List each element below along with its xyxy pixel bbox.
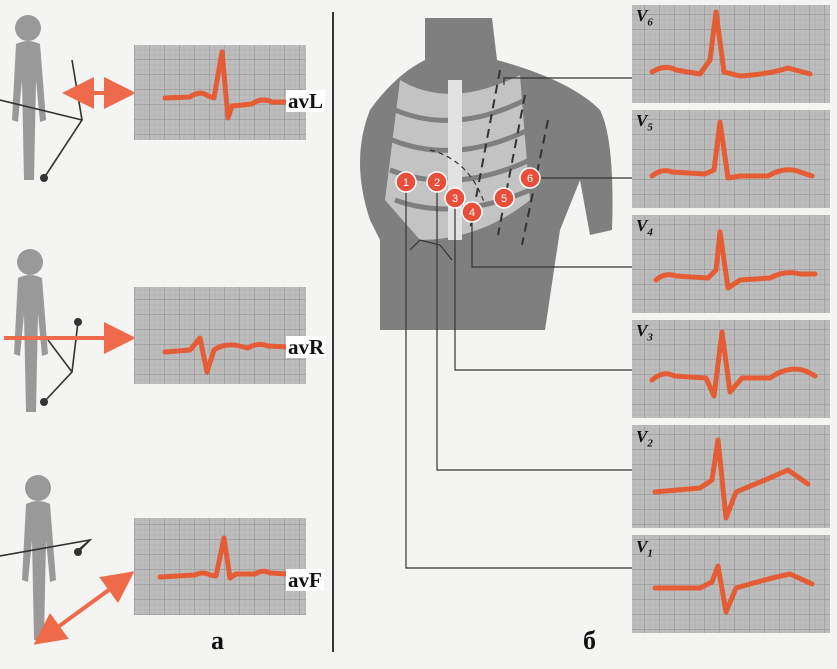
electrode-number: 5	[501, 193, 507, 205]
lead-letter: V	[636, 111, 648, 130]
lead-number: 3	[647, 331, 653, 344]
avr-ecg-grid	[134, 287, 306, 384]
electrode-connectors	[405, 77, 632, 569]
v1-trace	[652, 563, 815, 615]
v5-trace	[649, 119, 815, 181]
electrode-3: 3	[444, 187, 466, 209]
lead-number: 6	[647, 16, 653, 29]
lead-number: 2	[647, 437, 653, 450]
lead-label-v5: V5	[636, 111, 653, 133]
v6-ecg-grid	[632, 5, 830, 103]
avf-axis-arrow	[33, 571, 135, 645]
avr-wires	[43, 321, 79, 403]
electrode-1: 1	[395, 171, 417, 193]
electrode-number: 2	[434, 177, 440, 189]
lead-letter: V	[636, 321, 648, 340]
electrode-number: 3	[452, 193, 458, 205]
lead-label-v4: V4	[636, 216, 653, 238]
lead-letter: V	[636, 537, 648, 556]
panel-label-b: б	[583, 626, 596, 655]
human-figure-icon	[12, 15, 46, 180]
electrode-4: 4	[461, 201, 483, 223]
lead-label-avf: avF	[286, 568, 324, 592]
lead-label-v1: V1	[636, 537, 653, 559]
lead-letter: V	[636, 6, 648, 25]
human-figure-icon	[14, 249, 48, 412]
lead-letter: V	[636, 427, 648, 446]
lead-label-v3: V3	[636, 321, 653, 343]
lead-label-avl: avL	[286, 89, 326, 113]
lead-label-v6: V6	[636, 6, 653, 28]
electrode-5: 5	[493, 187, 515, 209]
lead-number: 1	[647, 547, 653, 560]
v1-ecg-grid	[632, 535, 830, 633]
electrode-6: 6	[519, 167, 541, 189]
v6-trace	[649, 9, 813, 79]
v3-trace	[649, 329, 818, 399]
electrode-number: 6	[527, 173, 533, 185]
torso-figure	[360, 18, 613, 330]
panel-label-a: а	[211, 626, 224, 655]
lead-label-avr: avR	[286, 335, 327, 359]
lead-number: 4	[647, 226, 653, 239]
lead-label-v2: V2	[636, 427, 653, 449]
v4-ecg-grid	[632, 215, 830, 313]
v4-trace	[653, 229, 818, 291]
avl-trace	[162, 49, 288, 121]
human-figure-icon	[22, 475, 56, 640]
v2-trace	[652, 437, 811, 521]
avf-trace	[157, 535, 291, 581]
lead-number: 5	[647, 121, 653, 134]
lead-letter: V	[636, 216, 648, 235]
electrode-number: 1	[403, 177, 409, 189]
electrode-2: 2	[426, 171, 448, 193]
electrode-number: 4	[469, 207, 475, 219]
electrode-group: 1 234 5 6	[395, 167, 541, 223]
avr-trace	[162, 335, 291, 375]
v5-ecg-grid	[632, 110, 830, 208]
